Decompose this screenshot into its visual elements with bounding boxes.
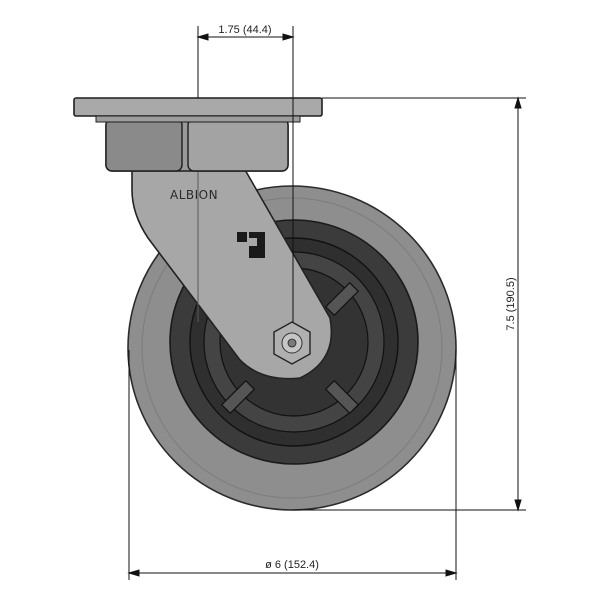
logo-icon: [237, 232, 265, 258]
dimension-height: [292, 96, 526, 512]
offset-dimension-label: 1.75 (44.4): [218, 24, 271, 36]
spoke-bottom-left: [220, 379, 256, 415]
top-plate: [73, 97, 323, 117]
diameter-arrow-right: [445, 569, 458, 577]
swivel-head: [73, 97, 323, 172]
tire-inner-edge: [141, 197, 443, 499]
height-arrow-top: [514, 96, 522, 109]
swivel-ring-left: [105, 118, 183, 172]
top-plate-neck: [95, 115, 301, 123]
height-arrow-bottom: [514, 499, 522, 512]
fork-leg: [131, 167, 333, 380]
offset-arrow-right: [282, 33, 295, 41]
spoke-bottom-right: [324, 379, 360, 415]
diameter-arrow-left: [127, 569, 140, 577]
dimension-offset: [196, 26, 295, 322]
diameter-dimension-label: ø 6 (152.4): [265, 559, 319, 571]
fork: ALBION: [131, 167, 333, 380]
offset-arrow-left: [196, 33, 209, 41]
swivel-ring-right: [187, 118, 289, 172]
axle-nut: [273, 321, 311, 365]
dimension-diameter: [127, 350, 458, 580]
brand-label: ALBION: [170, 188, 218, 202]
spoke-top-right: [324, 281, 360, 317]
height-dimension-label: 7.5 (190.5): [505, 277, 517, 330]
